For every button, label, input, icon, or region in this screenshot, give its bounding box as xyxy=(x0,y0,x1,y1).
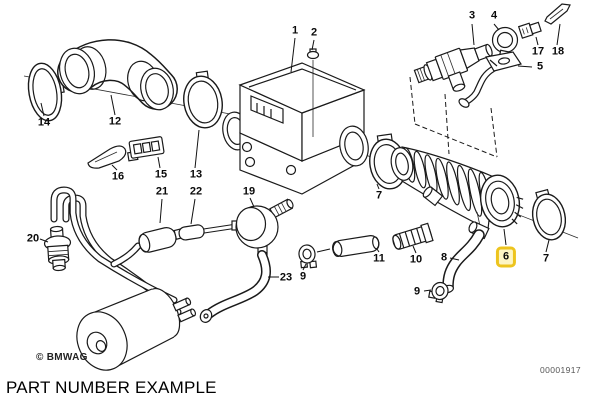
part-label-8[interactable]: 8 xyxy=(440,251,448,264)
hose-22-drawing xyxy=(178,223,240,241)
clip-9-lower-drawing xyxy=(428,281,449,304)
sensor-20-drawing xyxy=(43,225,72,272)
part-label-14[interactable]: 14 xyxy=(37,116,51,129)
part-label-7[interactable]: 7 xyxy=(375,189,383,202)
part-label-4[interactable]: 4 xyxy=(490,9,498,22)
screw-2-drawing xyxy=(306,48,320,137)
connector-15-drawing xyxy=(127,136,165,162)
part-label-21[interactable]: 21 xyxy=(155,185,169,198)
alignment-dashed-lines xyxy=(409,76,498,158)
part-label-16[interactable]: 16 xyxy=(111,170,125,183)
cap-18-drawing xyxy=(544,3,571,25)
hose-23-drawing xyxy=(199,250,272,323)
part-label-12[interactable]: 12 xyxy=(108,115,122,128)
part-label-3[interactable]: 3 xyxy=(468,9,476,22)
connector-plug-17-drawing xyxy=(517,21,542,39)
valve-3-drawing xyxy=(413,43,493,92)
part-label-13[interactable]: 13 xyxy=(189,168,203,181)
part-label-18[interactable]: 18 xyxy=(551,45,565,58)
copyright-text: © BMWAG xyxy=(36,352,88,363)
diagram-code: 00001917 xyxy=(540,365,582,375)
part-label-17[interactable]: 17 xyxy=(531,45,545,58)
hose-clamp-7-right-drawing xyxy=(531,188,567,241)
part-label-15[interactable]: 15 xyxy=(154,168,168,181)
part-label-2[interactable]: 2 xyxy=(310,26,318,39)
page-caption: PART NUMBER EXAMPLE xyxy=(6,378,217,397)
clip-9-upper-drawing xyxy=(298,244,318,269)
boot-end-ring-6-drawing xyxy=(479,174,524,228)
part-label-10[interactable]: 10 xyxy=(409,253,423,266)
leader-lines xyxy=(39,23,561,292)
part-label-11[interactable]: 11 xyxy=(373,252,385,265)
intake-elbow-duct-drawing xyxy=(57,39,178,111)
fuel-filter-drawing xyxy=(76,287,197,371)
part-label-19[interactable]: 19 xyxy=(242,185,256,198)
hose-stub-11-drawing xyxy=(332,235,380,258)
part-label-1[interactable]: 1 xyxy=(291,24,299,37)
corrugated-intake-boot-drawing xyxy=(390,146,495,230)
clamp-ring-14-drawing xyxy=(27,62,65,122)
part-label-20[interactable]: 20 xyxy=(26,232,40,245)
pressure-regulator-19-drawing xyxy=(231,198,294,256)
part-label-23[interactable]: 23 xyxy=(279,271,293,284)
part-label-7[interactable]: 7 xyxy=(542,252,550,265)
part-label-5[interactable]: 5 xyxy=(536,60,544,73)
clamp-ring-13-drawing xyxy=(183,70,223,129)
air-flow-meter-drawing xyxy=(222,62,369,195)
bracket-5-drawing xyxy=(458,51,522,108)
part-label-6-highlighted[interactable]: 6 xyxy=(495,246,517,268)
fuel-line-loop-drawing xyxy=(50,186,182,316)
cap-16-drawing xyxy=(87,145,127,169)
part-label-22[interactable]: 22 xyxy=(189,185,203,198)
part-label-9[interactable]: 9 xyxy=(299,270,307,283)
ribbed-connector-10-drawing xyxy=(392,222,434,250)
part-label-9[interactable]: 9 xyxy=(413,285,421,298)
